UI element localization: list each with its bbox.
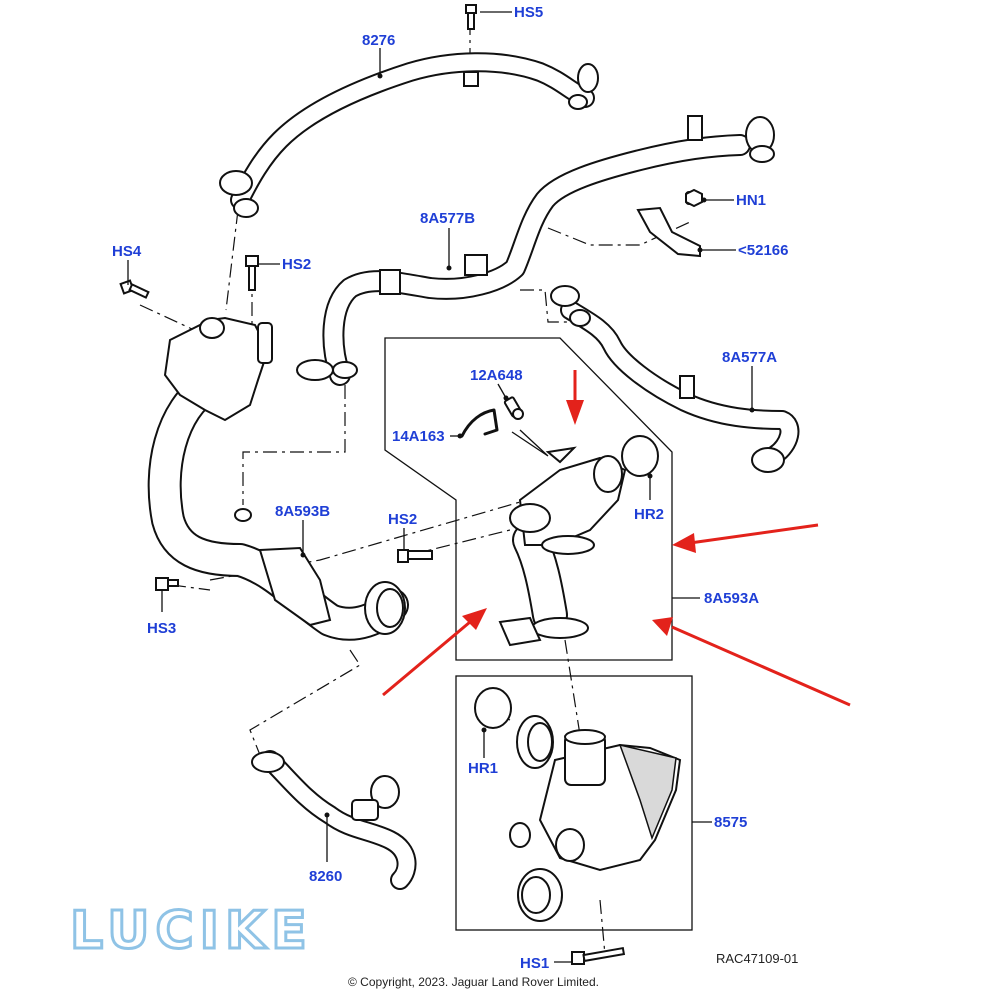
hose-8260 (251, 750, 417, 890)
label-8a577b: 8A577B (420, 210, 475, 227)
label-8575: 8575 (714, 814, 747, 831)
reference-code: RAC47109-01 (716, 951, 798, 966)
label-8a593a: 8A593A (704, 590, 759, 607)
bolt-hs5 (465, 4, 477, 30)
label-hs2-top: HS2 (282, 256, 311, 273)
label-8a593b: 8A593B (275, 503, 330, 520)
label-8260: 8260 (309, 868, 342, 885)
bolt-hs3 (155, 577, 179, 591)
highlight-arrows (382, 370, 851, 707)
pipe-assembly-8a593a (498, 446, 627, 647)
watermark-logo: LUCIKE (70, 901, 313, 961)
hose-8a577a (550, 285, 800, 473)
copyright-notice: © Copyright, 2023. Jaguar Land Rover Lim… (348, 975, 599, 989)
label-hr2: HR2 (634, 506, 664, 523)
assembly-box-8a593a (384, 337, 673, 661)
o-ring-hr1 (474, 687, 512, 729)
hose-8276 (219, 52, 599, 218)
thermostat-housing-8575 (509, 715, 682, 922)
sensor-12a648 (503, 396, 524, 420)
label-hs1: HS1 (520, 955, 549, 972)
label-hs3: HS3 (147, 620, 176, 637)
bolt-hs2-top (245, 255, 259, 291)
bolt-hs1 (571, 946, 626, 965)
label-hs4: HS4 (112, 243, 142, 260)
hose-8a577b (296, 115, 775, 386)
label-hn1: HN1 (736, 192, 766, 209)
clip-14a163 (460, 408, 499, 438)
leader-lines (127, 11, 755, 963)
bolt-hs2-mid (397, 549, 433, 563)
nut-hn1 (685, 188, 703, 208)
label-hs5: HS5 (514, 4, 543, 21)
label-12a648: 12A648 (470, 367, 523, 384)
bolt-hs4 (119, 279, 150, 299)
label-8276: 8276 (362, 32, 395, 49)
label-hr1: HR1 (468, 760, 498, 777)
label-hs2-mid: HS2 (388, 511, 417, 528)
o-ring-hr2 (621, 435, 659, 477)
label-14a163: 14A163 (392, 428, 445, 445)
assembly-box-8575 (455, 675, 693, 931)
pipe-assembly-8a593b (147, 316, 409, 641)
label-8a577a: 8A577A (722, 349, 777, 366)
label-52166: <52166 (738, 242, 788, 259)
